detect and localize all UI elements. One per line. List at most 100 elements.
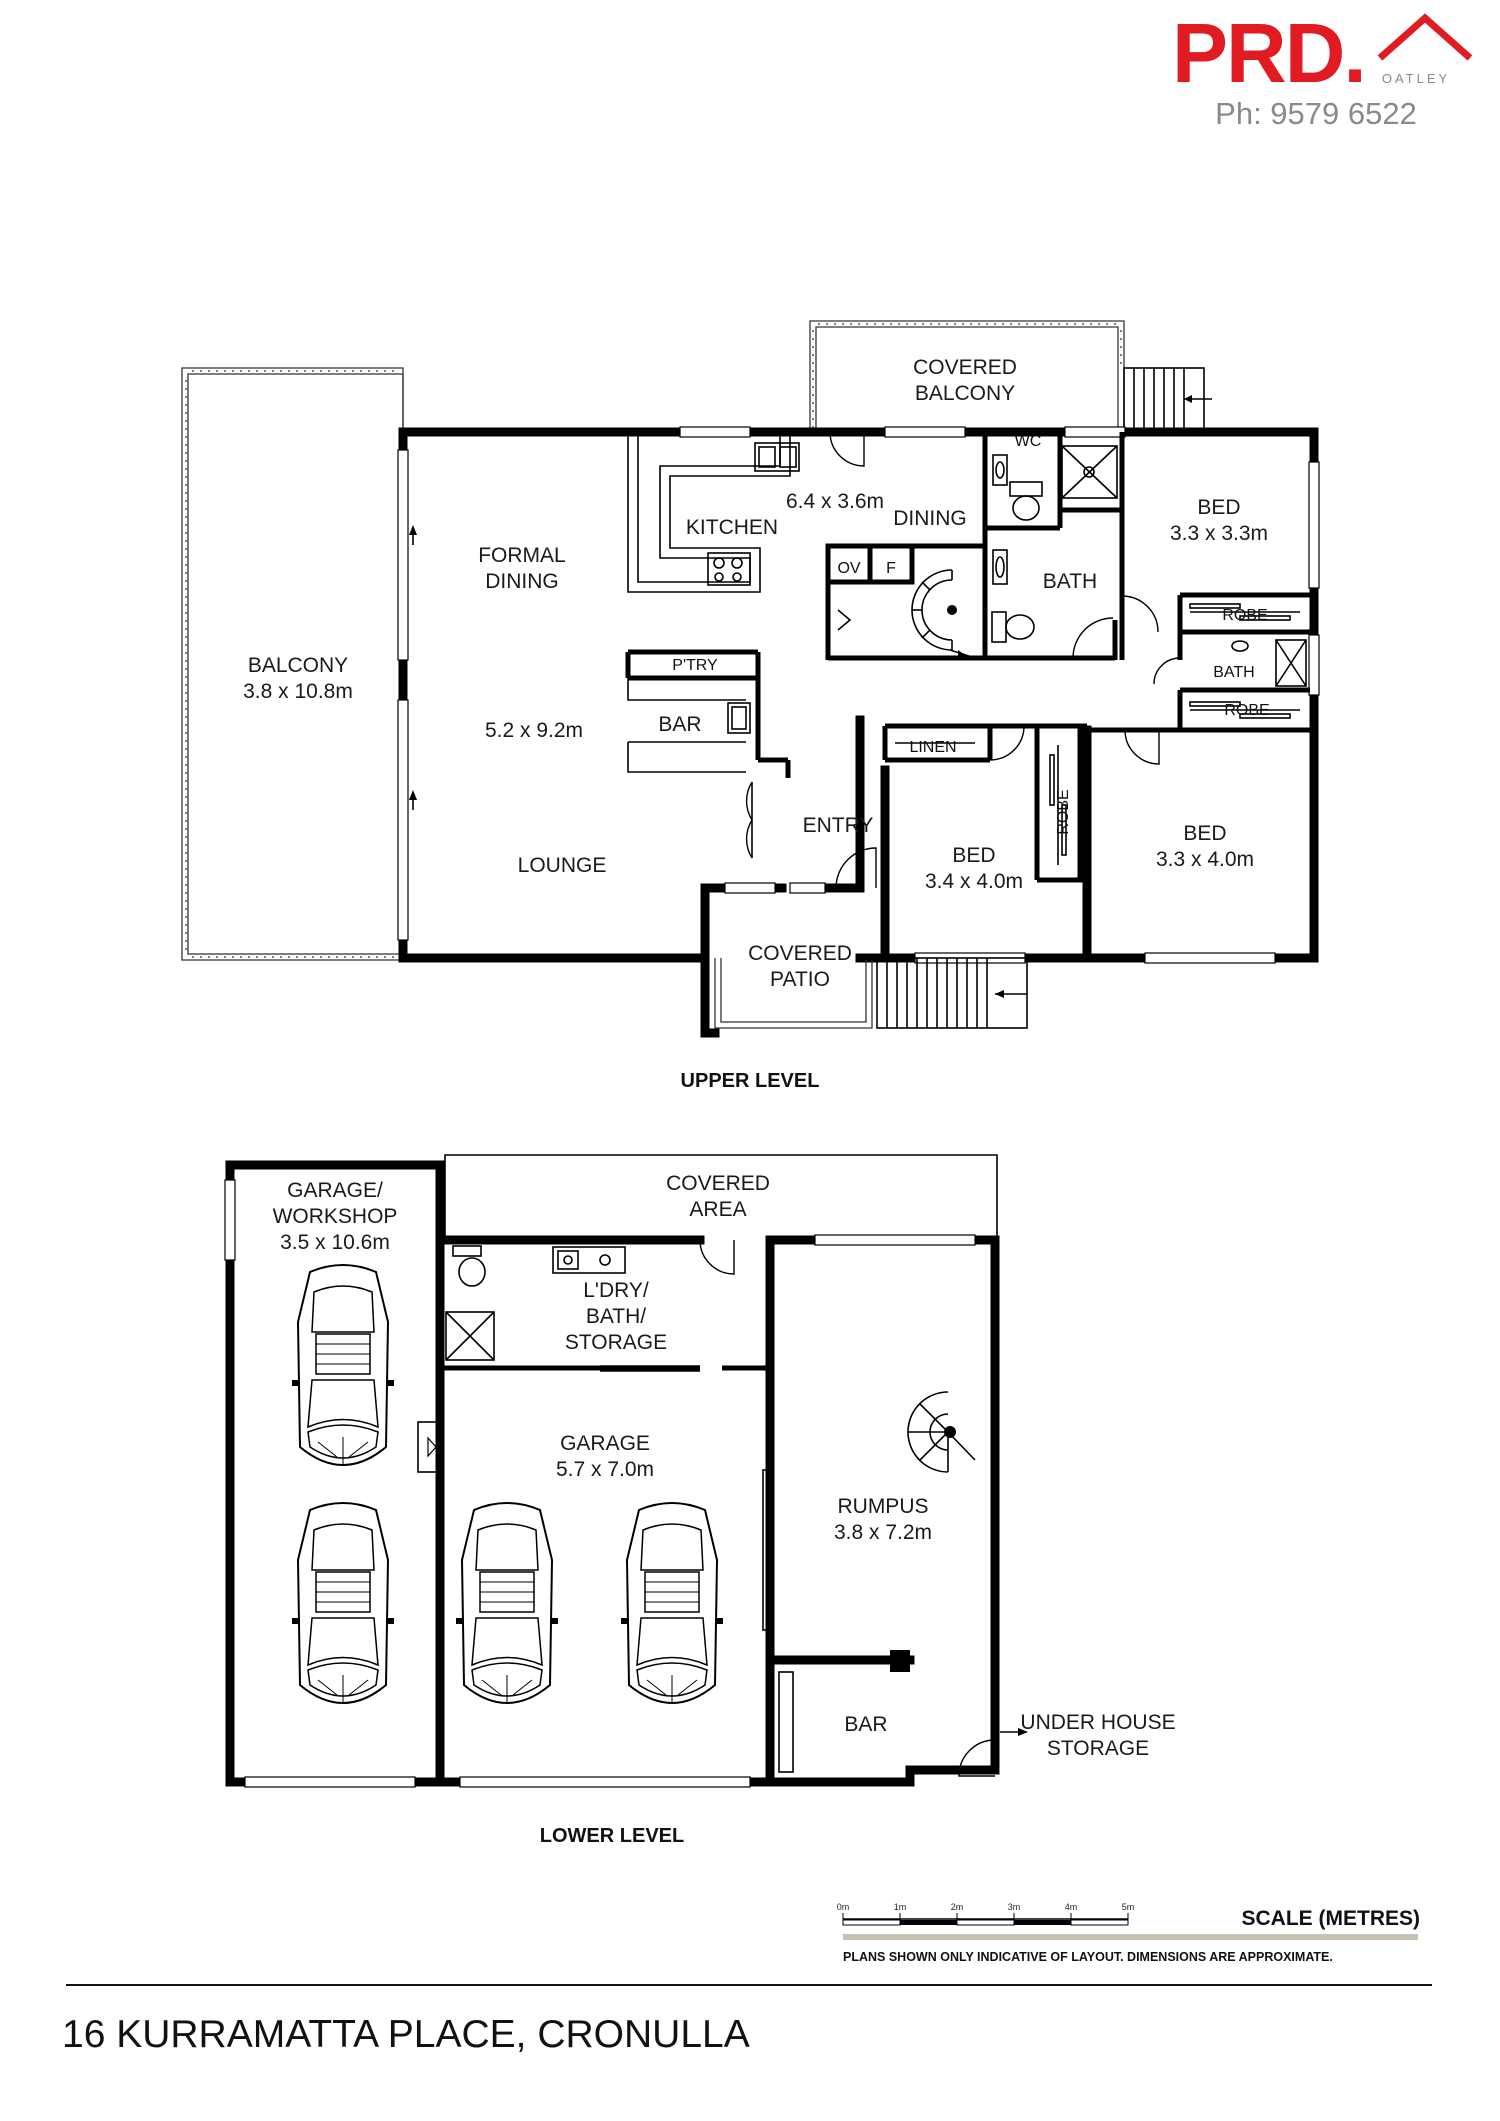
car-part bbox=[307, 1379, 379, 1429]
storage-label: UNDER HOUSE bbox=[1020, 1711, 1175, 1734]
property-address: 16 KURRAMATTA PLACE, CRONULLA bbox=[62, 2013, 750, 2056]
covered-patio bbox=[700, 882, 873, 1038]
car-part bbox=[348, 1441, 369, 1458]
scale-tick-0: 0m bbox=[837, 1902, 850, 1912]
entry-doors bbox=[745, 781, 877, 889]
car-part bbox=[386, 1380, 394, 1386]
scale-tick-4: 4m bbox=[1065, 1902, 1078, 1912]
upper-stairs-front bbox=[876, 957, 1028, 1029]
car-part bbox=[311, 1285, 375, 1333]
covered-balcony-label-2: BALCONY bbox=[915, 382, 1015, 405]
car-icon bbox=[292, 1264, 394, 1466]
covered-area-label-2: AREA bbox=[689, 1198, 746, 1221]
car-part bbox=[307, 1424, 379, 1459]
lower-bar-label: BAR bbox=[844, 1713, 887, 1736]
bath-label: BATH bbox=[1043, 570, 1097, 593]
garage-dim-label: 5.7 x 7.0m bbox=[556, 1458, 654, 1481]
upper-level-plan: COVERED BALCONY WC KITCHEN 6.4 x 3.6m DI… bbox=[181, 320, 1320, 1092]
covered-area bbox=[444, 1154, 998, 1275]
brand-logo: PRD. OATLEY bbox=[1172, 6, 1473, 100]
linen-label: LINEN bbox=[909, 739, 956, 756]
formal-dining-label: FORMAL bbox=[478, 544, 566, 567]
lower-level-title: LOWER LEVEL bbox=[540, 1825, 684, 1847]
car-part bbox=[636, 1662, 708, 1697]
scale-tick-3: 3m bbox=[1008, 1902, 1021, 1912]
kitchen-dim-label: 6.4 x 3.6m bbox=[786, 490, 884, 513]
fridge-label: F bbox=[886, 560, 896, 577]
car-part bbox=[317, 1441, 338, 1458]
brand-office: OATLEY bbox=[1382, 71, 1450, 86]
bed2-area bbox=[882, 723, 1087, 883]
wc-label: WC bbox=[1015, 433, 1042, 450]
robe3-label: ROBE bbox=[1055, 789, 1072, 834]
car-part bbox=[311, 1523, 375, 1571]
car-icon bbox=[456, 1502, 558, 1704]
storage-label-2: STORAGE bbox=[1047, 1737, 1149, 1760]
dining-label: DINING bbox=[893, 507, 967, 530]
garage-label: GARAGE bbox=[560, 1432, 650, 1455]
garage-divider bbox=[417, 1421, 774, 1631]
scale-tick-5: 5m bbox=[1122, 1902, 1135, 1912]
lounge-dim-label: 5.2 x 9.2m bbox=[485, 719, 583, 742]
car-part bbox=[296, 1502, 390, 1704]
scale-tick-2: 2m bbox=[951, 1902, 964, 1912]
bed2-label: BED bbox=[952, 844, 995, 867]
car-icon bbox=[292, 1502, 394, 1704]
scale-bar: 0m 1m 2m 3m 4m 5m SCALE (METRES) PLANS SHOWN … bbox=[837, 1902, 1420, 1964]
bar-label: BAR bbox=[658, 713, 701, 736]
covered-balcony-label: COVERED bbox=[913, 356, 1017, 379]
car-icon bbox=[621, 1502, 723, 1704]
car-part bbox=[677, 1679, 698, 1696]
rumpus-label: RUMPUS bbox=[837, 1495, 928, 1518]
roof-icon bbox=[1377, 13, 1473, 61]
ensuite-label: BATH bbox=[1213, 664, 1254, 681]
car-part bbox=[292, 1380, 300, 1386]
workshop-label-2: WORKSHOP bbox=[273, 1205, 398, 1228]
car-part bbox=[512, 1679, 533, 1696]
brand-name: PRD. bbox=[1172, 6, 1365, 100]
scale-label: SCALE (METRES) bbox=[1242, 1907, 1421, 1930]
car-part bbox=[348, 1679, 369, 1696]
car-part bbox=[386, 1618, 394, 1624]
car-part bbox=[625, 1502, 719, 1704]
upper-stairs-top bbox=[1123, 367, 1212, 431]
laundry-label-3: STORAGE bbox=[565, 1331, 667, 1354]
car-part bbox=[715, 1618, 723, 1624]
car-part bbox=[640, 1523, 704, 1571]
lower-level-plan: GARAGE/ WORKSHOP 3.5 x 10.6m COVERED ARE… bbox=[224, 1154, 1176, 1847]
lounge-label: LOUNGE bbox=[518, 854, 607, 877]
robe2-label: ROBE bbox=[1224, 702, 1269, 719]
car-part bbox=[621, 1618, 629, 1624]
balcony-dim-label: 3.8 x 10.8m bbox=[243, 680, 353, 703]
bathroom-block bbox=[982, 432, 1159, 661]
cars-layer bbox=[292, 1264, 723, 1704]
laundry-room bbox=[440, 1245, 770, 1372]
brand-phone: Ph: 9579 6522 bbox=[1215, 96, 1417, 131]
car-part bbox=[636, 1617, 708, 1667]
car-part bbox=[475, 1523, 539, 1571]
oven-label: OV bbox=[837, 560, 860, 577]
bar-pantry bbox=[625, 649, 791, 778]
laundry-label: L'DRY/ bbox=[583, 1279, 649, 1302]
pantry-label: P'TRY bbox=[672, 657, 718, 674]
upper-level-title: UPPER LEVEL bbox=[681, 1070, 820, 1092]
car-part bbox=[481, 1679, 502, 1696]
scale-tick-1: 1m bbox=[894, 1902, 907, 1912]
bedroom-wing bbox=[1084, 590, 1310, 958]
car-part bbox=[307, 1617, 379, 1667]
disclaimer: PLANS SHOWN ONLY INDICATIVE OF LAYOUT. D… bbox=[843, 1950, 1333, 1964]
balcony-label: BALCONY bbox=[248, 654, 348, 677]
bed2-dim-label: 3.4 x 4.0m bbox=[925, 870, 1023, 893]
lower-exterior-walls bbox=[224, 1160, 1000, 1788]
bed1-label: BED bbox=[1197, 496, 1240, 519]
bed3-label: BED bbox=[1183, 822, 1226, 845]
workshop-label: GARAGE/ bbox=[287, 1179, 383, 1202]
car-part bbox=[471, 1617, 543, 1667]
rumpus-room bbox=[765, 1391, 1028, 1787]
bed1-dim-label: 3.3 x 3.3m bbox=[1170, 522, 1268, 545]
car-part bbox=[471, 1662, 543, 1697]
kitchen-label: KITCHEN bbox=[686, 516, 778, 539]
balcony-railing bbox=[181, 367, 404, 961]
car-part bbox=[456, 1618, 464, 1624]
laundry-label-2: BATH/ bbox=[586, 1305, 646, 1328]
